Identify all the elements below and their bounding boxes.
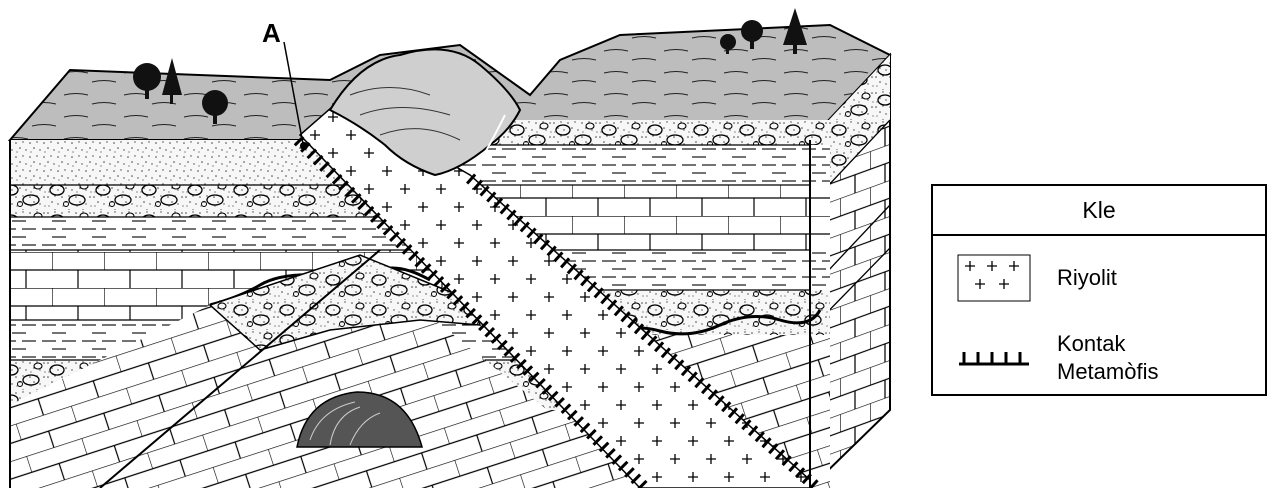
legend-item-riyolit: Riyolit (933, 248, 1265, 312)
geologic-block-diagram (0, 0, 930, 488)
legend-label-metamofis: Metamòfis (1057, 358, 1158, 386)
point-a-marker (300, 142, 308, 150)
contact-metamorphism-swatch (957, 348, 1031, 368)
legend-item-contact-metamorphism: Kontak Metamòfis (933, 326, 1265, 392)
legend-label-kontak: Kontak (1057, 330, 1126, 358)
point-a-label: A (262, 18, 281, 49)
legend-title: Kle (933, 186, 1265, 236)
legend-label-riyolit: Riyolit (1057, 264, 1117, 292)
riyolit-swatch (957, 254, 1031, 302)
legend-box: Kle Riyolit Kontak Metamòfis (931, 184, 1267, 396)
